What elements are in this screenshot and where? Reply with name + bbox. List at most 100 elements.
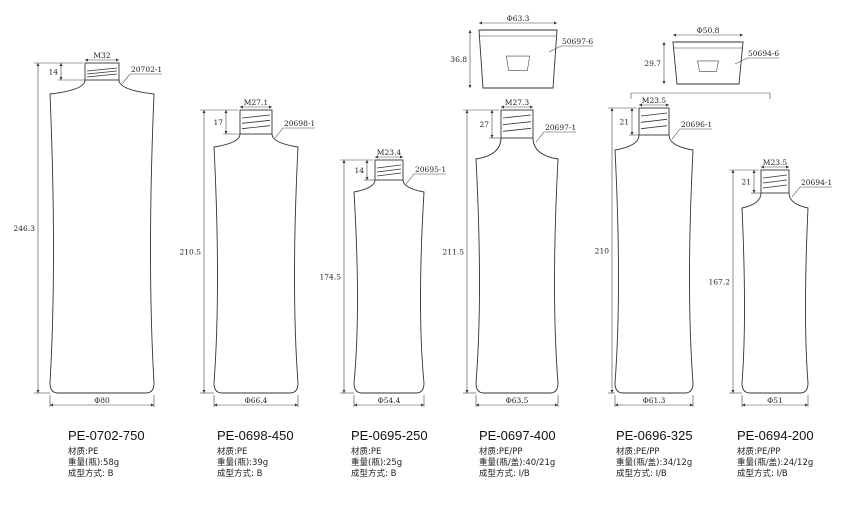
bottle-body bbox=[741, 192, 809, 394]
dimension-arrowhead bbox=[761, 165, 764, 169]
cap-part-ref-leader bbox=[548, 45, 593, 53]
dimension-arrowhead bbox=[479, 21, 482, 25]
dimension-arrowhead bbox=[630, 108, 634, 111]
thread-line bbox=[241, 114, 271, 119]
dimension-arrowhead bbox=[476, 403, 479, 407]
dimension-arrowhead bbox=[501, 105, 504, 109]
bottle-neck bbox=[84, 62, 120, 81]
thread-line bbox=[502, 114, 532, 119]
dimension-arrowhead bbox=[666, 103, 669, 107]
neck-height-dimension: 14 bbox=[48, 68, 58, 77]
thread-line bbox=[640, 112, 668, 117]
bottle-neck bbox=[638, 107, 670, 136]
dimension-arrowhead bbox=[740, 33, 743, 37]
molding-spec: 成型方式: I/B bbox=[737, 468, 788, 479]
height-dimension: 167.2 bbox=[709, 278, 731, 287]
thread-line bbox=[762, 174, 788, 179]
material-spec: 材质:PE bbox=[217, 446, 247, 457]
dimension-arrowhead bbox=[468, 30, 472, 33]
dimension-arrowhead bbox=[752, 170, 756, 173]
neck-thread bbox=[376, 164, 402, 177]
dimension-arrowhead bbox=[59, 77, 63, 80]
height-dimension: 211.5 bbox=[443, 248, 465, 257]
bottle-pe-0694-200: 167.221M23.520694-1Φ51PE-0694-200材质:PE/P… bbox=[709, 158, 833, 479]
neck-thread bbox=[762, 174, 788, 189]
neck-thread bbox=[502, 114, 532, 132]
dimension-arrowhead bbox=[610, 390, 614, 393]
dimension-arrowhead bbox=[742, 403, 745, 407]
thread-line bbox=[86, 67, 118, 72]
dimension-arrowhead bbox=[342, 390, 346, 393]
bottle-neck bbox=[760, 169, 790, 194]
dimension-arrowhead bbox=[354, 403, 357, 407]
dimension-arrowhead bbox=[690, 403, 693, 407]
thread-line bbox=[640, 125, 668, 130]
neck-height-dimension: 17 bbox=[213, 118, 223, 127]
bottle-body bbox=[213, 133, 299, 394]
part-ref-leader bbox=[671, 128, 712, 140]
thread-line bbox=[86, 70, 118, 75]
molding-spec: 成型方式: I/B bbox=[616, 468, 667, 479]
neck-size: M23.5 bbox=[642, 96, 667, 105]
cap-outline bbox=[478, 29, 558, 89]
cap-window bbox=[505, 55, 531, 71]
part-ref-leader bbox=[121, 73, 162, 85]
diameter-dimension: Φ80 bbox=[94, 396, 110, 405]
dimension-arrowhead bbox=[85, 58, 88, 62]
dimension-arrowhead bbox=[468, 85, 472, 88]
dimension-arrowhead bbox=[731, 170, 735, 173]
dimension-arrowhead bbox=[673, 33, 676, 37]
thread-line bbox=[241, 125, 271, 130]
shared-cap-bracket bbox=[630, 92, 771, 99]
weight-spec: 重量(瓶/盖):40/21g bbox=[479, 457, 555, 468]
molding-spec: 成型方式: B bbox=[351, 468, 397, 479]
dimension-arrowhead bbox=[269, 105, 272, 109]
part-ref-leader bbox=[535, 131, 576, 143]
dimension-arrowhead bbox=[490, 110, 494, 113]
bottle-pe-0702-750: 246.314M3220702-1Φ80PE-0702-750材质:PE重量(瓶… bbox=[14, 51, 163, 479]
neck-height-dimension: 21 bbox=[741, 178, 751, 187]
dimension-arrowhead bbox=[59, 63, 63, 66]
diameter-dimension: Φ54.4 bbox=[378, 396, 401, 405]
dimension-arrowhead bbox=[490, 135, 494, 138]
product-code: PE-0698-450 bbox=[217, 428, 294, 443]
cap-diameter: Φ50.8 bbox=[697, 26, 720, 35]
dimension-arrowhead bbox=[342, 160, 346, 163]
bracket-line bbox=[630, 92, 771, 99]
neck-size: M23.5 bbox=[763, 158, 788, 167]
part-ref: 20702-1 bbox=[131, 65, 162, 74]
product-code: PE-0697-400 bbox=[479, 428, 556, 443]
neck-size: M27.1 bbox=[244, 98, 268, 107]
bottle-neck bbox=[374, 159, 404, 181]
neck-size: M27.3 bbox=[505, 98, 530, 107]
cap-part-ref: 50697-6 bbox=[562, 37, 593, 46]
bottle-body bbox=[614, 134, 694, 394]
weight-spec: 重量(瓶):58g bbox=[68, 457, 119, 468]
material-spec: 材质:PE/PP bbox=[616, 446, 659, 457]
dimension-arrowhead bbox=[662, 42, 666, 45]
bottle-pe-0698-450: 210.517M27.120698-1Φ66.4PE-0698-450材质:PE… bbox=[180, 98, 316, 479]
bottle-body bbox=[353, 179, 425, 394]
neck-thread bbox=[86, 67, 118, 78]
dimension-arrowhead bbox=[805, 403, 808, 407]
thread-line bbox=[502, 121, 532, 126]
diameter-dimension: Φ51 bbox=[767, 396, 783, 405]
dimension-arrowhead bbox=[50, 403, 53, 407]
thread-line bbox=[86, 73, 118, 78]
product-code: PE-0696-325 bbox=[616, 428, 693, 443]
material-spec: 材质:PE/PP bbox=[479, 446, 522, 457]
thread-line bbox=[241, 119, 271, 124]
bottle-body bbox=[475, 137, 559, 394]
thread-line bbox=[762, 179, 788, 184]
weight-spec: 重量(瓶):25g bbox=[351, 457, 402, 468]
weight-spec: 重量(瓶):39g bbox=[217, 457, 268, 468]
dimension-arrowhead bbox=[151, 403, 154, 407]
bottle-pe-0695-250: 174.514M23.420695-1Φ54.4PE-0695-250材质:PE… bbox=[320, 148, 447, 479]
product-code: PE-0702-750 bbox=[68, 428, 145, 443]
cap-diameter: Φ63.3 bbox=[507, 14, 530, 23]
diameter-dimension: Φ61.3 bbox=[643, 396, 666, 405]
part-ref: 20698-1 bbox=[284, 119, 315, 128]
